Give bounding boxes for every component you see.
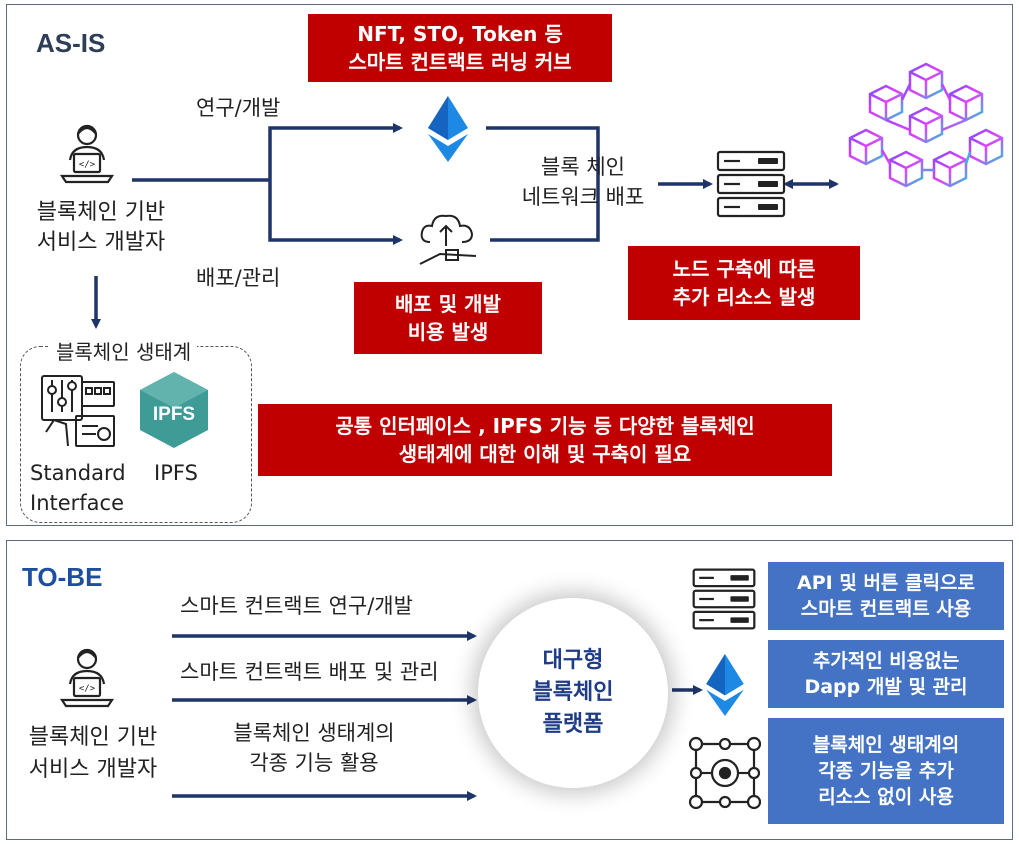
- asis-developer-line-2: 서비스 개발자: [36, 230, 166, 255]
- blockchain-network-icon: [848, 62, 1004, 188]
- tobe-developer-line-2: 서비스 개발자: [28, 757, 158, 782]
- benefit-eco-line-1: 블록체인 생태계의: [812, 734, 960, 756]
- node-resource-box: 노드 구축에 따른 추가 리소스 발생: [628, 246, 860, 320]
- svg-text:</>: </>: [79, 160, 96, 170]
- standard-interface-label: Standard Interface: [30, 458, 126, 518]
- cost-line-1: 배포 및 개발: [395, 292, 501, 316]
- standard-interface-line-2: Interface: [30, 491, 125, 515]
- ecosystem-box: 공통 인터페이스 , IPFS 기능 등 다양한 블록체인 생태계에 대한 이해…: [258, 404, 832, 476]
- tobe-developer-line-1: 블록체인 기반: [28, 725, 158, 750]
- server-icon: [716, 150, 786, 218]
- node-resource-line-1: 노드 구축에 따른: [672, 257, 816, 281]
- platform-line-1: 대구형: [542, 648, 604, 673]
- ecosystem-box-line-1: 공통 인터페이스 , IPFS 기능 등 다양한 블록체인: [335, 414, 755, 438]
- asis-title: AS-IS: [36, 28, 106, 58]
- benefit-dapp-line-2: Dapp 개발 및 관리: [804, 676, 968, 698]
- tobe-arrow-label-2: 스마트 컨트랙트 배포 및 관리: [180, 660, 439, 684]
- benefit-dapp-line-1: 추가적인 비용없는: [812, 650, 960, 672]
- developer-laptop-icon: </>: [59, 648, 115, 708]
- benefit-box-dapp: 추가적인 비용없는 Dapp 개발 및 관리: [768, 640, 1004, 708]
- cloud-deploy-icon: [419, 214, 477, 265]
- platform-line-3: 플랫폼: [542, 712, 604, 737]
- asis-rnd-arrow: [268, 123, 403, 180]
- tobe-arrow-label-1: 스마트 컨트랙트 연구/개발: [180, 594, 413, 618]
- cost-line-2: 비용 발생: [407, 320, 489, 344]
- network-deploy-label: 블록 체인 네트워크 배포: [508, 152, 658, 212]
- ipfs-label: IPFS: [154, 461, 198, 485]
- ipfs-badge-text: IPFS: [153, 404, 195, 425]
- network-deploy-line-2: 네트워크 배포: [521, 185, 645, 209]
- asis-rnd-label: 연구/개발: [196, 96, 281, 120]
- platform-circle: 대구형 블록체인 플랫폼: [478, 598, 668, 788]
- ecosystem-title: 블록체인 생태계: [50, 336, 198, 365]
- tobe-ecosystem-label: 블록체인 생태계의 각종 기능 활용: [208, 718, 420, 778]
- network-deploy-line-1: 블록 체인: [541, 155, 625, 179]
- asis-developer-line-1: 블록체인 기반: [36, 200, 166, 225]
- standard-interface-line-1: Standard: [30, 461, 126, 485]
- ecosystem-box-line-2: 생태계에 대한 이해 및 구축이 필요: [398, 442, 692, 466]
- node-resource-line-2: 추가 리소스 발생: [672, 285, 816, 309]
- ipfs-icon: IPFS: [140, 372, 208, 448]
- tobe-title: TO-BE: [22, 562, 103, 592]
- learning-curve-line-1: NFT, STO, Token 등: [357, 22, 563, 46]
- asis-deploy-label: 배포/관리: [196, 266, 281, 290]
- asis-deploy-arrow: [268, 180, 403, 245]
- benefit-eco-line-3: 리소스 없이 사용: [818, 786, 954, 808]
- tobe-developer-label: 블록체인 기반 서비스 개발자: [8, 722, 178, 786]
- ethereum-icon: [428, 96, 468, 162]
- benefit-api-line-1: API 및 버튼 클릭으로: [797, 572, 975, 594]
- learning-curve-line-2: 스마트 컨트랙트 러닝 커브: [348, 50, 572, 74]
- standard-interface-icon: [41, 375, 115, 447]
- asis-network-connector: [486, 126, 600, 242]
- server-icon: [692, 568, 756, 630]
- ethereum-icon: [706, 654, 744, 716]
- benefit-api-line-2: 스마트 컨트랙트 사용: [800, 598, 972, 620]
- svg-text:</>: </>: [79, 684, 96, 694]
- tobe-ecosystem-line-1: 블록체인 생태계의: [233, 721, 395, 745]
- platform-line-2: 블록체인: [532, 680, 614, 705]
- developer-laptop-icon: </>: [59, 124, 115, 184]
- learning-curve-box: NFT, STO, Token 등 스마트 컨트랙트 러닝 커브: [308, 14, 612, 82]
- benefit-box-ecosystem: 블록체인 생태계의 각종 기능을 추가 리소스 없이 사용: [768, 718, 1004, 824]
- benefit-box-api: API 및 버튼 클릭으로 스마트 컨트랙트 사용: [768, 562, 1004, 630]
- network-nodes-icon: [688, 736, 762, 810]
- benefit-eco-line-2: 각종 기능을 추가: [818, 760, 954, 782]
- asis-developer-label: 블록체인 기반 서비스 개발자: [16, 198, 186, 258]
- tobe-ecosystem-line-2: 각종 기능 활용: [249, 751, 379, 775]
- cost-box: 배포 및 개발 비용 발생: [354, 282, 542, 354]
